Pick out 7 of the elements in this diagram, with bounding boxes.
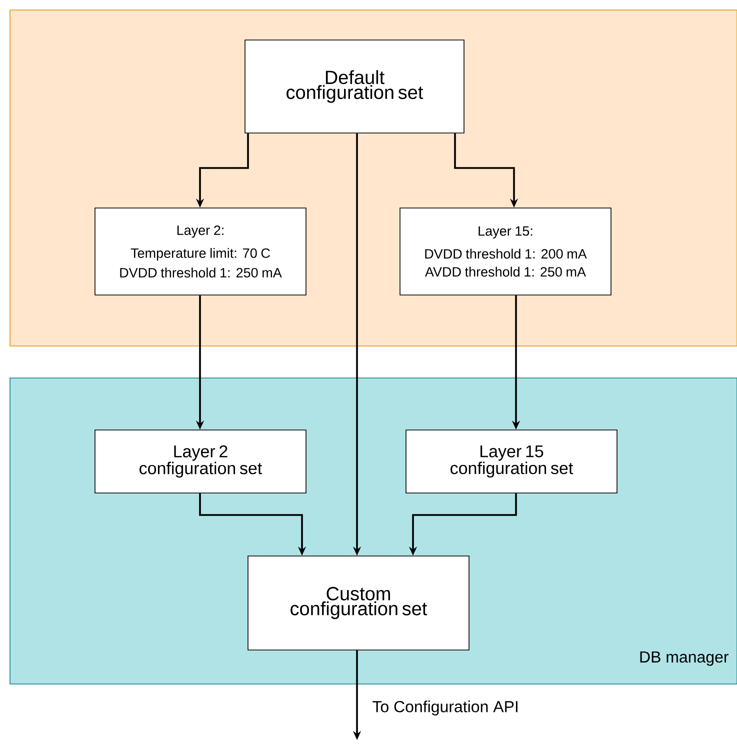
process-box: Custom configuration set: [248, 556, 470, 650]
process-box: Default configuration set: [244, 40, 464, 134]
edge-label: To Configuration API: [372, 700, 518, 716]
process-box: Layer 15 configuration set: [406, 430, 618, 494]
process-box: Layer 2: Temperature limit: 70 C DVDD threshold 1: 250 mA: [94, 208, 306, 296]
process-box: Layer 15: DVDD threshold 1: 200 mA AVDD threshold 1: 250 mA: [400, 208, 612, 296]
process-box: Layer 2 configuration set: [94, 430, 306, 494]
